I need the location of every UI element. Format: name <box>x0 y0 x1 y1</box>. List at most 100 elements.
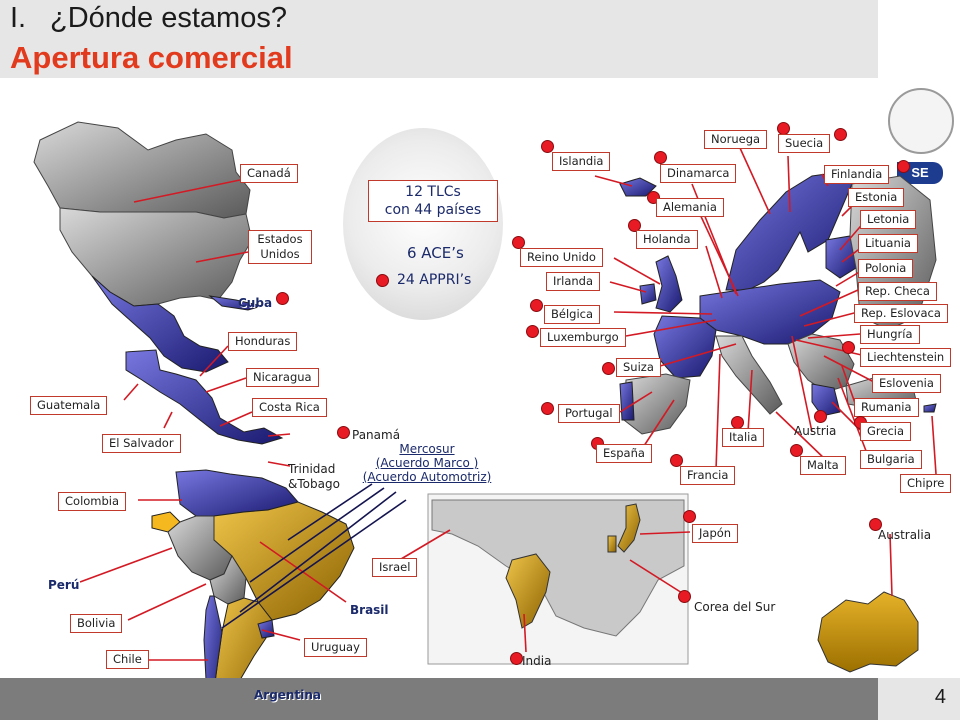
islandia-marker-icon <box>541 140 554 153</box>
label-panama: Panamá <box>352 428 401 442</box>
india-shape <box>505 553 551 629</box>
label-rumania: Rumania <box>854 398 919 417</box>
iberia-shape <box>623 373 691 435</box>
reino-unido-marker-icon <box>512 236 525 249</box>
australia-shape <box>817 591 919 673</box>
cuba-shape <box>208 295 263 311</box>
luxemburgo-marker-icon <box>526 325 539 338</box>
corea-marker-icon <box>678 590 691 603</box>
dinamarca-marker-icon <box>654 151 667 164</box>
label-japon: Japón <box>692 524 739 543</box>
label-corea: Corea del Sur <box>694 600 776 614</box>
label-irlanda: Irlanda <box>546 272 600 291</box>
india-marker-icon <box>510 652 523 665</box>
label-peru: Perú <box>48 578 80 592</box>
panama-marker-icon <box>337 426 350 439</box>
portugal-shape <box>619 381 635 421</box>
finlandia-marker-icon <box>897 160 910 173</box>
mercosur-label: Mercosur (Acuerdo Marco ) (Acuerdo Autom… <box>352 442 502 484</box>
label-canada: Canadá <box>240 164 298 183</box>
label-nicaragua: Nicaragua <box>246 368 319 387</box>
baltics-shape <box>825 235 857 279</box>
label-belgica: Bélgica <box>544 305 601 324</box>
label-lituania: Lituania <box>858 234 918 253</box>
label-holanda: Holanda <box>636 230 698 249</box>
mercosur-name: Mercosur <box>399 442 455 456</box>
slide-title: I. ¿Dónde estamos? <box>10 2 287 35</box>
label-liechtenstein: Liechtenstein <box>860 348 952 367</box>
label-noruega: Noruega <box>704 130 768 149</box>
mexico-seal-icon <box>888 88 954 154</box>
label-estonia: Estonia <box>848 188 905 207</box>
asia-land-shape <box>431 499 685 637</box>
uk-shape <box>655 255 683 313</box>
ireland-shape <box>639 283 657 305</box>
central-europe-shape <box>699 279 841 345</box>
francia-marker-icon <box>670 454 683 467</box>
label-brasil: Brasil <box>350 603 389 617</box>
malta-marker-icon <box>790 444 803 457</box>
holanda-marker-icon <box>628 219 641 232</box>
bolivia-shape <box>209 554 247 605</box>
footer-bar <box>0 678 878 720</box>
ace-count: 6 ACE’s <box>407 244 464 262</box>
label-israel: Israel <box>372 558 418 577</box>
agreements-summary <box>343 128 503 320</box>
section-number: I. <box>10 2 27 34</box>
label-rep-eslovaca: Rep. Eslovaca <box>854 304 948 323</box>
label-bulgaria: Bulgaria <box>860 450 922 469</box>
label-malta: Malta <box>800 456 846 475</box>
uruguay-shape <box>257 619 275 639</box>
label-dinamarca: Dinamarca <box>660 164 737 183</box>
label-francia: Francia <box>680 466 736 485</box>
mercosur-automotriz: (Acuerdo Automotriz) <box>362 470 492 484</box>
label-el-salvador: El Salvador <box>102 434 181 453</box>
label-grecia: Grecia <box>860 422 912 441</box>
greece-shape <box>811 383 841 417</box>
label-chile: Chile <box>106 650 149 669</box>
label-suiza: Suiza <box>616 358 661 377</box>
label-australia: Australia <box>878 528 932 542</box>
page-number: 4 <box>934 686 946 708</box>
title-text: ¿Dónde estamos? <box>50 2 287 34</box>
label-argentina: Argentina <box>254 688 321 702</box>
label-costa-rica: Costa Rica <box>252 398 327 417</box>
cyprus-shape <box>923 403 937 413</box>
leader-lines <box>79 147 937 661</box>
label-honduras: Honduras <box>228 332 298 351</box>
label-austria: Austria <box>794 424 837 438</box>
central-america-shape <box>125 349 284 445</box>
label-india: India <box>522 654 552 668</box>
canada-shape <box>33 121 251 219</box>
label-luxemburgo: Luxemburgo <box>540 328 626 347</box>
label-usa: Estados Unidos <box>248 230 312 264</box>
label-trinidad: Trinidad &Tobago <box>288 462 340 491</box>
label-finlandia: Finlandia <box>824 165 890 184</box>
mercosur-marco: (Acuerdo Marco ) <box>375 456 479 470</box>
korea-shape <box>607 535 617 553</box>
austria-marker-icon <box>814 410 827 423</box>
suecia-marker-icon <box>834 128 847 141</box>
suiza-marker-icon <box>602 362 615 375</box>
scandinavia-shape <box>725 171 853 291</box>
label-chipre: Chipre <box>900 474 952 493</box>
portugal-marker-icon <box>541 402 554 415</box>
japon-marker-icon <box>683 510 696 523</box>
appri-marker-icon <box>376 274 389 287</box>
tlc-count: 12 TLCs <box>405 184 461 200</box>
label-eslovenia: Eslovenia <box>872 374 941 393</box>
label-espana: España <box>596 444 652 463</box>
page-number-box: 4 <box>878 678 960 720</box>
liechtenstein-marker-icon <box>842 341 855 354</box>
mercosur-arrows <box>221 483 407 629</box>
header-bar <box>0 0 878 78</box>
australia-marker-icon <box>869 518 882 531</box>
label-polonia: Polonia <box>858 259 914 278</box>
belgica-marker-icon <box>530 299 543 312</box>
label-hungria: Hungría <box>860 325 920 344</box>
japan-shape <box>617 503 641 553</box>
label-uruguay: Uruguay <box>304 638 367 657</box>
mexico-shape <box>91 275 229 373</box>
cuba-marker-icon <box>276 292 289 305</box>
